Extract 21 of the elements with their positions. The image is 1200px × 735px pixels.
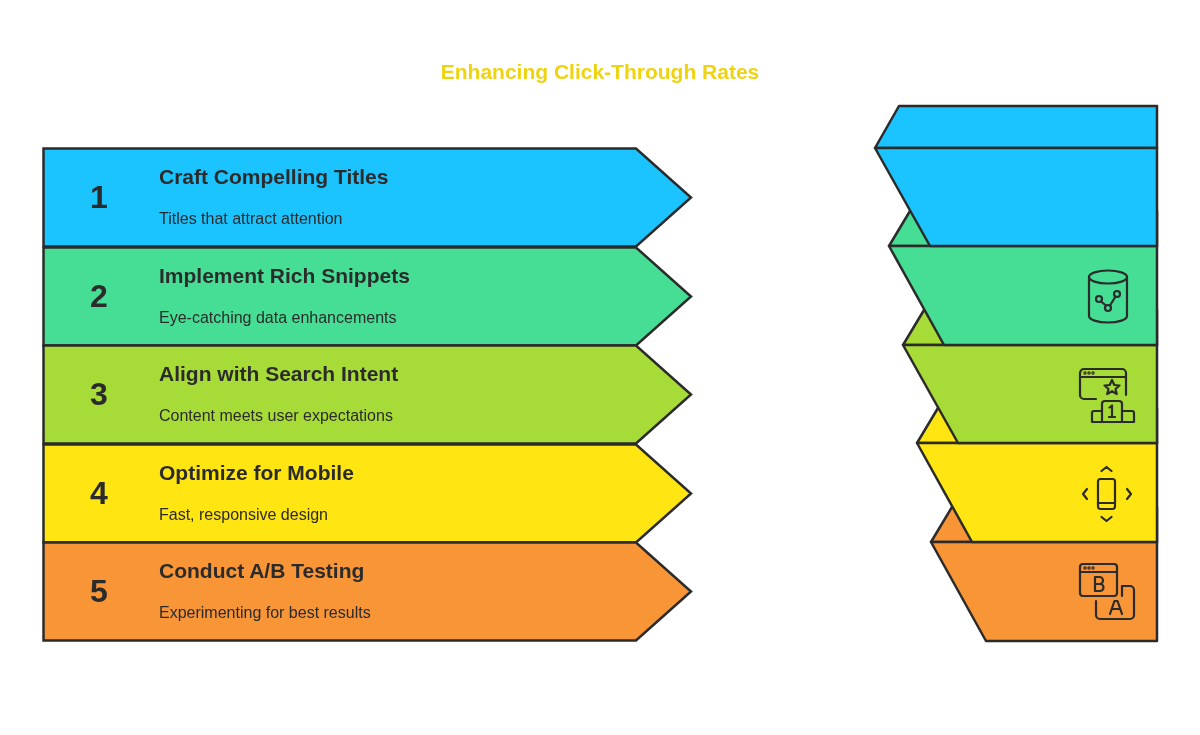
step-heading: Align with Search Intent <box>159 361 399 388</box>
step-heading: Implement Rich Snippets <box>159 262 410 289</box>
step-description: Experimenting for best results <box>159 603 371 624</box>
step-heading: Optimize for Mobile <box>159 459 354 486</box>
step-number: 2 <box>90 277 108 314</box>
step-heading: Conduct A/B Testing <box>159 558 365 585</box>
step-description: Fast, responsive design <box>159 504 328 525</box>
arrow-band <box>42 541 694 643</box>
step-number: 1 <box>90 179 108 215</box>
arrow-band <box>42 245 694 347</box>
diagram-title: Enhancing Click-Through Rates <box>440 60 760 83</box>
arrow-band <box>42 147 694 248</box>
arrow-band <box>42 442 694 544</box>
step-number: 5 <box>90 573 108 610</box>
step-number: 3 <box>90 376 108 413</box>
step-description: Titles that attract attention <box>159 209 343 229</box>
step-heading: Craft Compelling Titles <box>159 164 389 190</box>
step-description: Content meets user expectations <box>159 406 393 427</box>
step-number: 4 <box>90 474 108 511</box>
arrow-band <box>42 344 694 446</box>
step-description: Eye-catching data enhancements <box>159 307 397 328</box>
